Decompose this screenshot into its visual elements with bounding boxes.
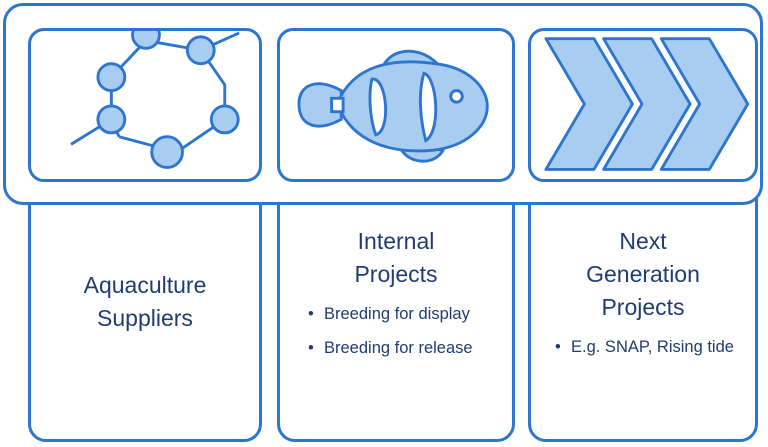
column-aquaculture-suppliers: Aquaculture Suppliers: [28, 180, 262, 442]
bullet-item: E.g. SNAP, Rising tide: [555, 336, 755, 358]
column-content: Next Generation Projects E.g. SNAP, Risi…: [531, 225, 755, 370]
column-title: Internal Projects: [280, 225, 512, 291]
column-title: Aquaculture Suppliers: [31, 269, 259, 335]
column-content: Internal Projects Breeding for display B…: [280, 225, 512, 371]
bullet-list: E.g. SNAP, Rising tide: [531, 336, 755, 358]
fish-icon: [297, 49, 489, 163]
title-line: Internal: [357, 228, 435, 254]
column-next-generation-projects: Next Generation Projects E.g. SNAP, Risi…: [528, 180, 758, 442]
icon-panel-aquaculture: [28, 28, 262, 182]
bullet-item: Breeding for display: [308, 303, 512, 325]
icon-panel-next-generation: [528, 28, 758, 182]
title-line: Aquaculture: [83, 272, 207, 298]
bullet-list: Breeding for display Breeding for releas…: [280, 303, 512, 359]
column-title: Next Generation Projects: [531, 225, 755, 324]
chevrons-icon: [544, 37, 750, 171]
column-internal-projects: Internal Projects Breeding for display B…: [277, 180, 515, 442]
title-line: Suppliers: [97, 305, 193, 331]
title-line: Next: [619, 228, 667, 254]
title-line: Projects: [354, 261, 438, 287]
molecule-icon: [70, 31, 240, 169]
column-content: Aquaculture Suppliers: [31, 269, 259, 335]
title-line: Generation: [586, 261, 700, 287]
title-line: Projects: [601, 294, 685, 320]
icon-panel-internal: [277, 28, 515, 182]
bullet-item: Breeding for release: [308, 337, 512, 359]
